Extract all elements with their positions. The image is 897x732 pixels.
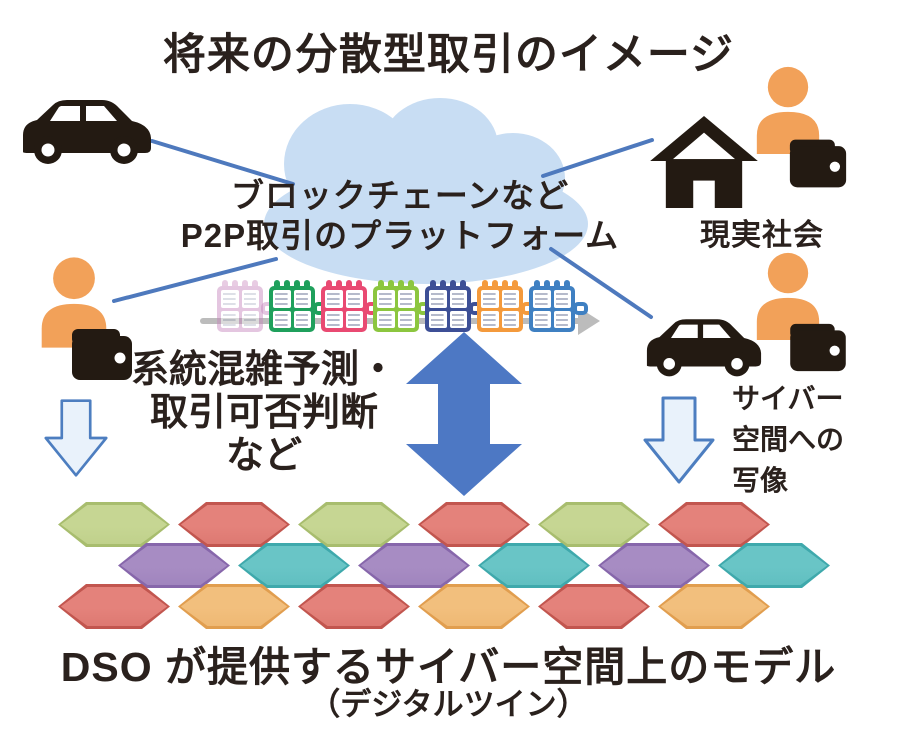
binding-ring-icon — [378, 280, 384, 289]
hexagon-tile — [178, 502, 290, 547]
ledger-cell — [293, 310, 311, 328]
binding-ring-icon — [294, 280, 300, 289]
binding-ring-icon — [482, 280, 488, 289]
car-icon — [23, 100, 151, 164]
blockchain-block — [373, 280, 419, 332]
binding-ring-icon — [284, 280, 290, 289]
ledger-cell — [221, 290, 239, 308]
binding-ring-icon — [440, 280, 446, 289]
ledger-cell — [241, 310, 259, 328]
blockchain-block — [269, 280, 315, 332]
chain-link-icon — [573, 302, 588, 315]
ledger-cell — [377, 290, 395, 308]
ledger-cell — [429, 290, 447, 308]
binding-ring-icon — [326, 280, 332, 289]
binding-ring-icon — [232, 280, 238, 289]
ledger-cell — [553, 310, 571, 328]
binding-ring-icon — [388, 280, 394, 289]
car-icon — [646, 319, 762, 377]
hexagon-tile — [538, 584, 650, 629]
model-caption: DSO が提供するサイバー空間上のモデル — [60, 644, 837, 690]
ledger-cell — [553, 290, 571, 308]
binding-ring-icon — [304, 280, 310, 289]
double-arrow-icon — [406, 332, 522, 496]
hexagon-tile — [118, 543, 230, 588]
binding-ring-icon — [346, 280, 352, 289]
ledger-cell — [481, 290, 499, 308]
ledger-cell — [397, 290, 415, 308]
binding-ring-icon — [460, 280, 466, 289]
hexagon-tile — [658, 584, 770, 629]
wallet-icon — [72, 329, 132, 380]
ledger-cell — [533, 290, 551, 308]
hexagon-tile — [58, 502, 170, 547]
blockchain-block — [425, 280, 471, 332]
ledger-cell — [345, 310, 363, 328]
ledger-cell — [241, 290, 259, 308]
blockchain-block — [477, 280, 523, 332]
blockchain-chain — [198, 278, 608, 338]
real-world-label: 現実社会 — [700, 219, 824, 252]
binding-ring-icon — [242, 280, 248, 289]
cyber-mapping-label: サイバー 空間への 写像 — [732, 383, 845, 496]
diagram-title: 将来の分散型取引のイメージ — [162, 31, 735, 79]
cloud-platform-label: ブロックチェーンなど P2P取引のプラットフォーム — [180, 177, 620, 254]
ledger-cell — [345, 290, 363, 308]
blockchain-block — [321, 280, 367, 332]
ledger-cell — [481, 310, 499, 328]
ledger-cell — [429, 310, 447, 328]
blockchain-block — [217, 280, 263, 332]
model-subcaption: （デジタルツイン） — [309, 687, 588, 722]
ledger-cell — [501, 290, 519, 308]
binding-ring-icon — [430, 280, 436, 289]
ledger-cell — [377, 310, 395, 328]
house-icon — [650, 116, 758, 208]
ledger-cell — [325, 310, 343, 328]
ledger-cell — [397, 310, 415, 328]
binding-ring-icon — [554, 280, 560, 289]
binding-ring-icon — [222, 280, 228, 289]
binding-ring-icon — [492, 280, 498, 289]
binding-ring-icon — [450, 280, 456, 289]
hexagon-tile — [658, 502, 770, 547]
wallet-icon — [789, 139, 847, 188]
ledger-cell — [273, 310, 291, 328]
binding-ring-icon — [356, 280, 362, 289]
grid-forecast-label: 系統混雑予測・ 取引可否判断 など — [130, 349, 397, 477]
ledger-cell — [325, 290, 343, 308]
binding-ring-icon — [512, 280, 518, 289]
down-arrow-icon — [44, 399, 108, 477]
ledger-cell — [449, 310, 467, 328]
binding-ring-icon — [564, 280, 570, 289]
hexagon-tile — [718, 543, 830, 588]
wallet-icon — [790, 323, 846, 372]
binding-ring-icon — [534, 280, 540, 289]
hexagon-tile — [598, 543, 710, 588]
hexagon-tile — [298, 502, 410, 547]
ledger-cell — [533, 310, 551, 328]
cloud-shape — [264, 98, 588, 284]
ledger-cell — [449, 290, 467, 308]
binding-ring-icon — [544, 280, 550, 289]
hexagon-tile — [538, 502, 650, 547]
binding-ring-icon — [398, 280, 404, 289]
binding-ring-icon — [252, 280, 258, 289]
down-arrow-icon — [643, 396, 715, 484]
ledger-cell — [293, 290, 311, 308]
blockchain-block — [529, 280, 575, 332]
binding-ring-icon — [408, 280, 414, 289]
binding-ring-icon — [274, 280, 280, 289]
hexagon-tile — [478, 543, 590, 588]
ledger-cell — [501, 310, 519, 328]
ledger-cell — [273, 290, 291, 308]
ledger-cell — [221, 310, 239, 328]
binding-ring-icon — [336, 280, 342, 289]
binding-ring-icon — [502, 280, 508, 289]
